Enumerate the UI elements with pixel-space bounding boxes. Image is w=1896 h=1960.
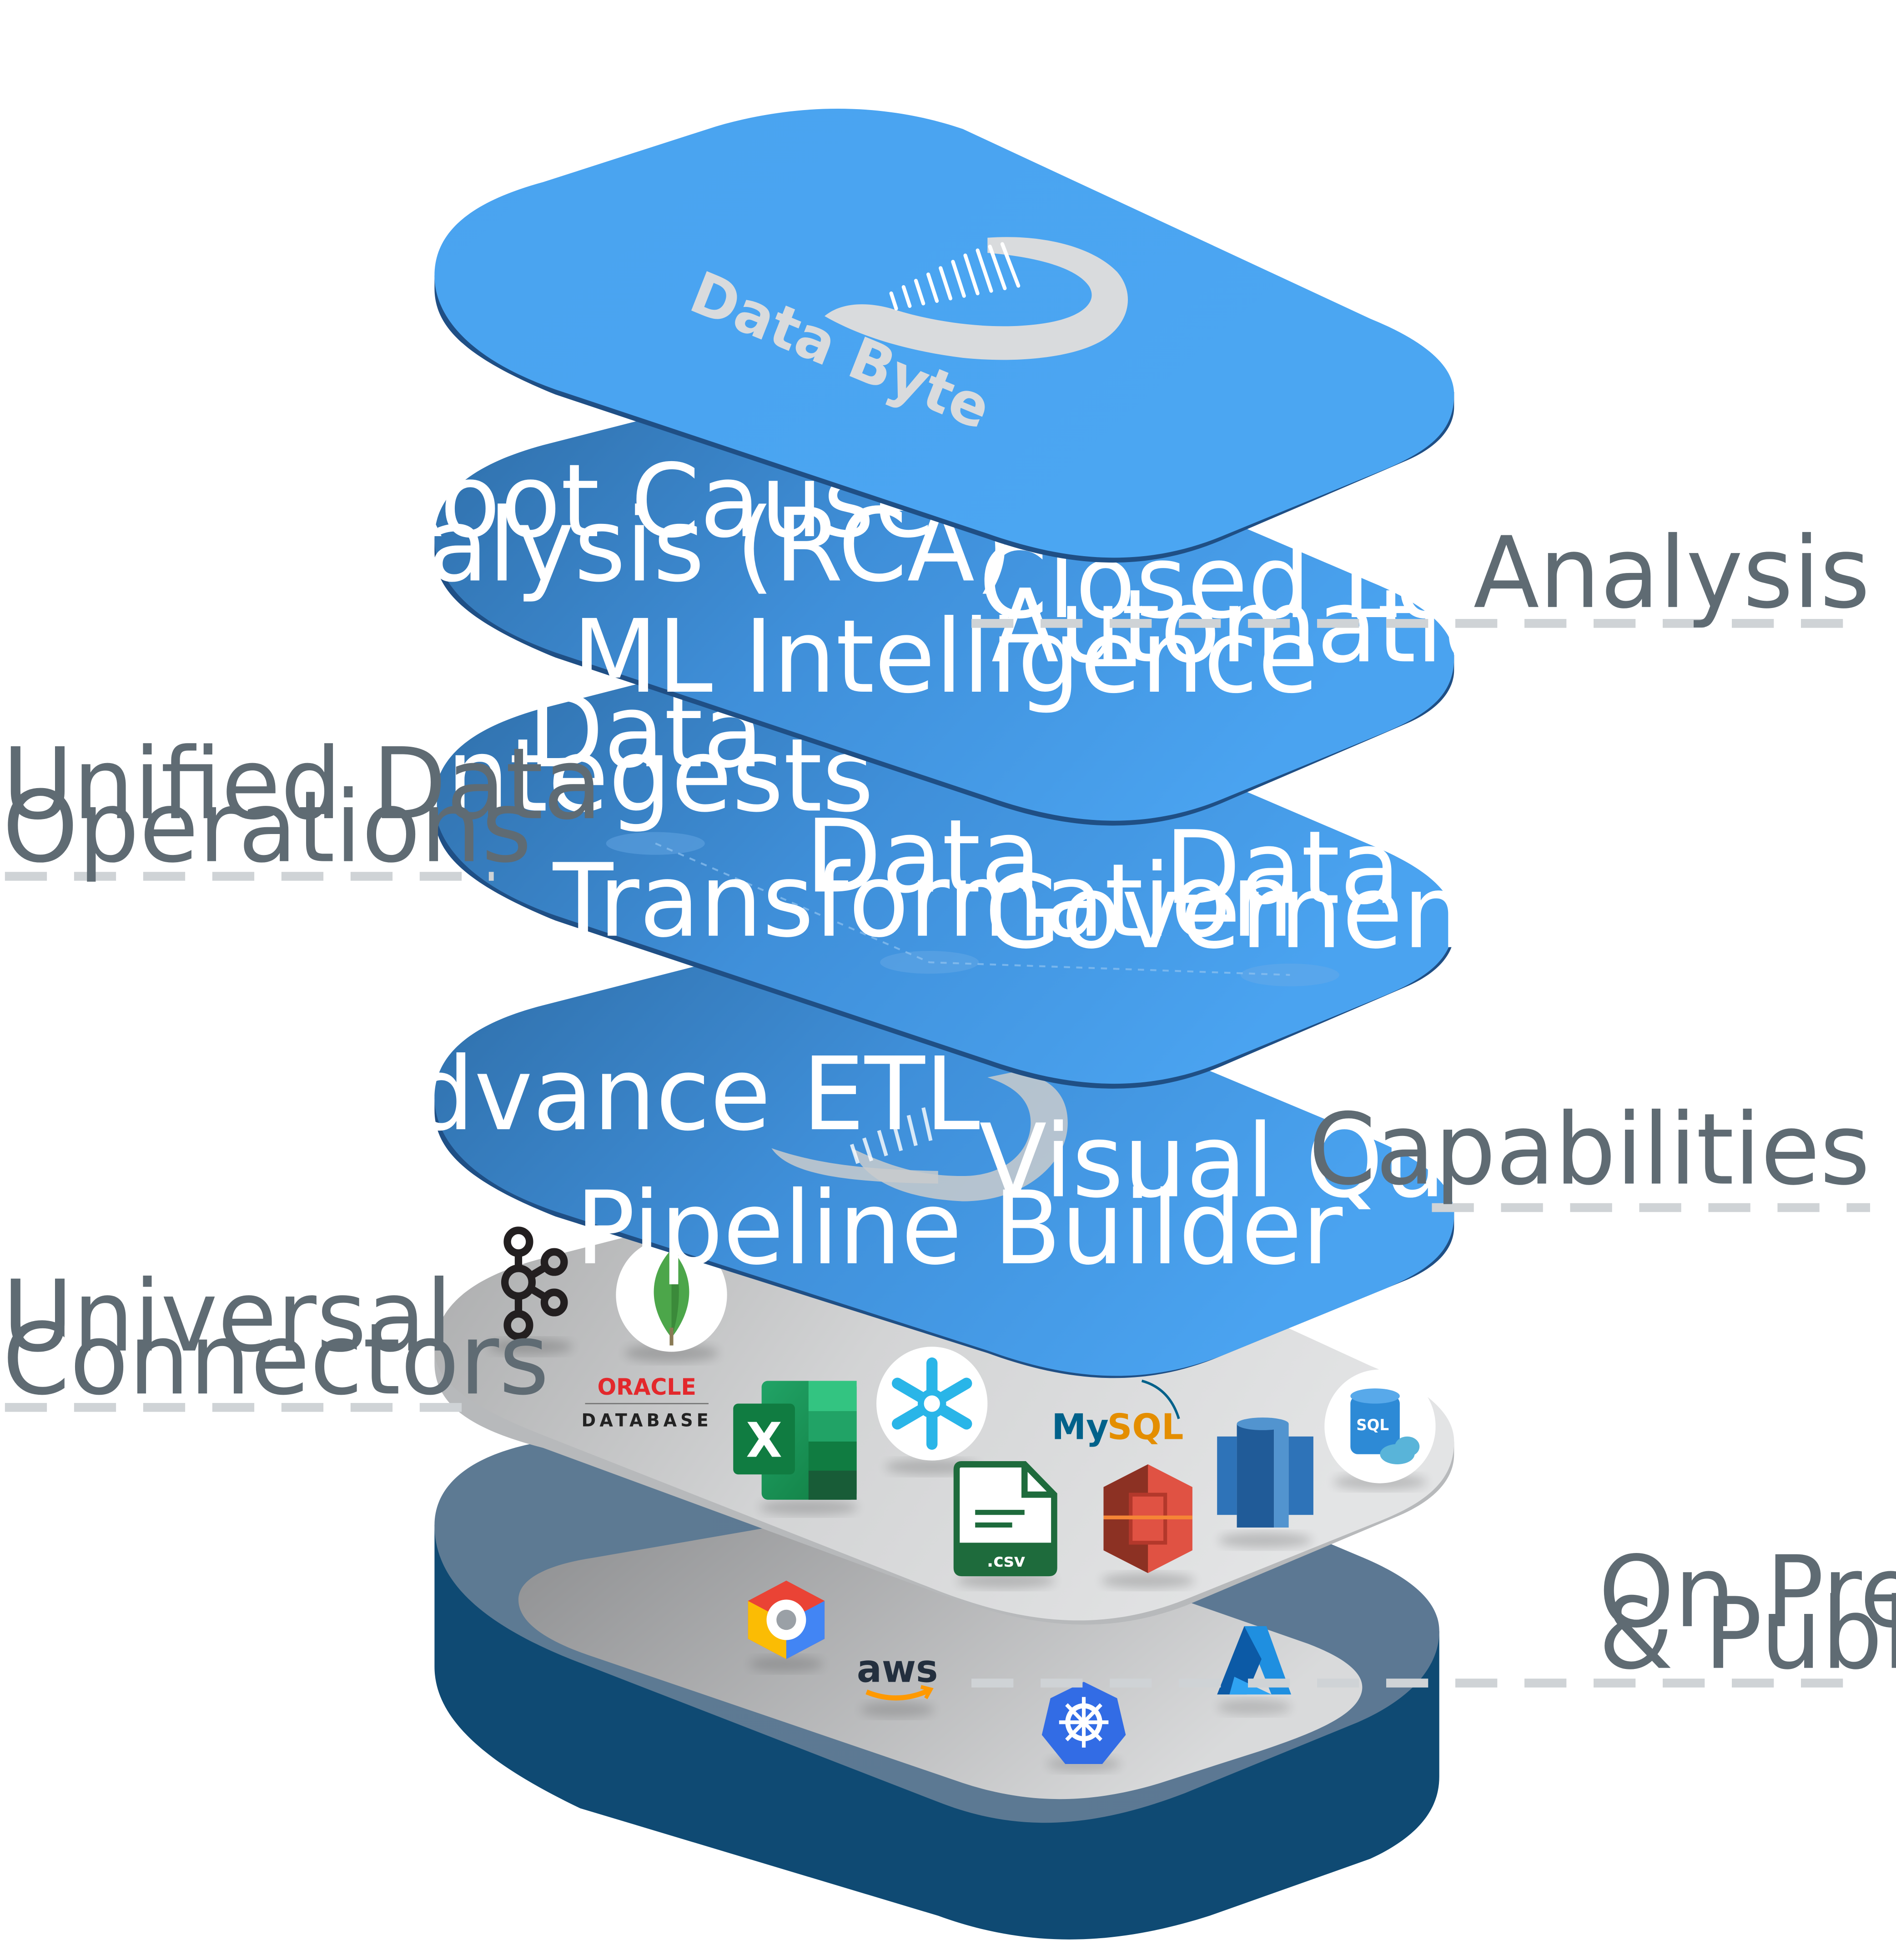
oracle-database-text: DATABASE xyxy=(582,1410,712,1431)
visual-query-label: Visual Query xyxy=(979,1102,1605,1220)
google-cloud-icon xyxy=(748,1580,825,1672)
kubernetes-icon xyxy=(1041,1682,1126,1772)
snowflake-icon xyxy=(876,1347,988,1475)
ml-intelligence-label: ML Intelligence xyxy=(573,598,1319,716)
pipeline-builder-label: Pipeline Builder xyxy=(576,1169,1343,1287)
sql-server-icon: SQL xyxy=(1324,1369,1436,1490)
excel-letter: X xyxy=(746,1412,782,1468)
data-transformation-label-line2: Transformation xyxy=(553,842,1294,960)
oracle-wordmark: ORACLE xyxy=(598,1373,696,1400)
unified-side-label-line2: Operations xyxy=(2,769,532,885)
advance-etl-label: Advance ETL xyxy=(346,1035,980,1153)
connectors-side-label-line2: Connectors xyxy=(2,1302,549,1417)
unified-data-operations-layer: Data Integests Data Transformation Data … xyxy=(417,648,1580,1089)
aws-logo: aws xyxy=(857,1647,938,1718)
mysql-my-text: My xyxy=(1051,1407,1108,1448)
excel-icon: X xyxy=(733,1381,858,1515)
capabilities-layer: Advance ETL Visual Query Pipeline Builde… xyxy=(346,946,1605,1378)
csv-file-icon: .csv xyxy=(953,1461,1057,1588)
aws-s3-icon xyxy=(1101,1464,1195,1588)
analysis-layer: Root Cause Analysis (RCA) Closed Loop Au… xyxy=(298,386,1579,826)
sql-server-label: SQL xyxy=(1356,1416,1389,1434)
data-governance-label-line1: Data xyxy=(1165,809,1400,927)
data-byte-watermark-icon xyxy=(851,1072,1068,1201)
mysql-sql-text: SQL xyxy=(1107,1407,1184,1448)
data-byte-logo-icon xyxy=(825,237,1128,360)
data-transformation-label-line1: Data xyxy=(805,798,1041,915)
oracle-database-logo: ORACLE DATABASE xyxy=(582,1373,712,1431)
connectors-side-label-line1: Universal xyxy=(2,1259,452,1374)
amazon-redshift-icon xyxy=(1217,1417,1313,1548)
capabilities-side-label: Capabilities xyxy=(1308,1092,1870,1207)
cloud-side-label-line1: On Prem,Hybrid xyxy=(1599,1535,1896,1650)
side-labels: Analysis Unified Data Operations Capabil… xyxy=(2,515,1896,1691)
data-governance-label-line2: Governence xyxy=(985,853,1580,971)
kafka-icon xyxy=(488,1226,573,1355)
aws-logo-text: aws xyxy=(857,1647,938,1691)
cloud-side-label-line2: & Public Cloud xyxy=(1599,1576,1896,1691)
azure-icon xyxy=(1217,1626,1292,1715)
analysis-side-label: Analysis xyxy=(1474,515,1870,630)
mysql-logo: My SQL xyxy=(1051,1379,1184,1448)
csv-label: .csv xyxy=(987,1551,1025,1572)
guide-lines xyxy=(5,619,1871,1688)
top-brand-layer: Data Byte xyxy=(434,109,1454,563)
unified-side-label-line1: Unified Data xyxy=(2,727,602,842)
mongodb-icon xyxy=(616,1238,727,1362)
